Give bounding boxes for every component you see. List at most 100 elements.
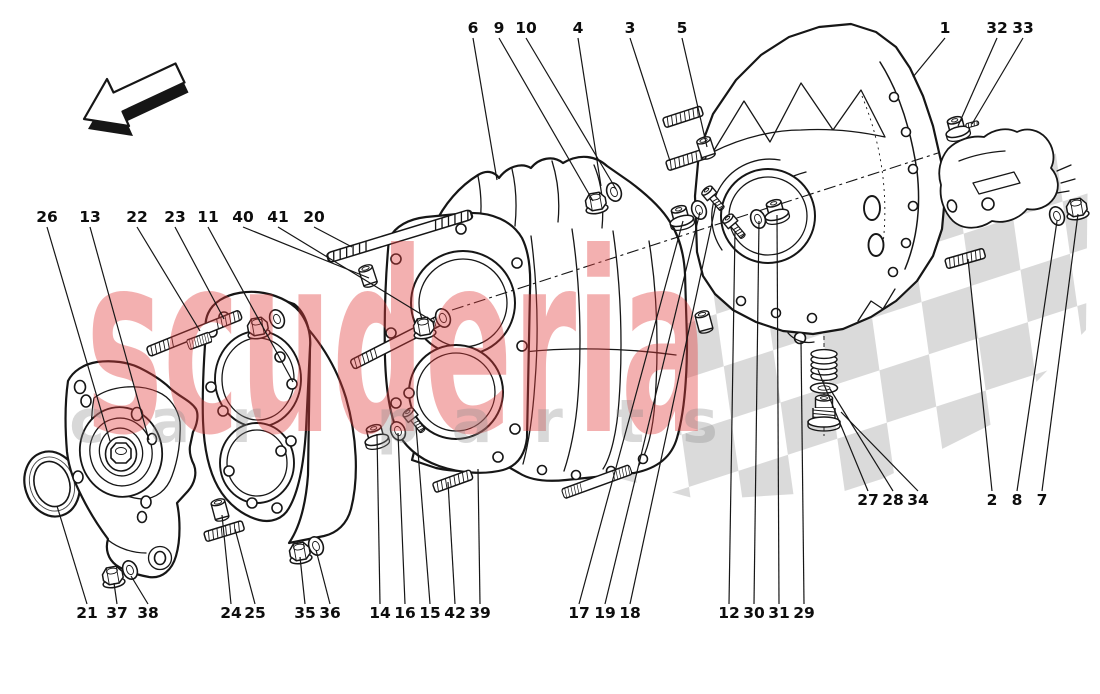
part-callout-1[interactable]: 1 [912, 19, 951, 78]
part-number-27[interactable]: 27 [857, 491, 879, 509]
part-callout-42[interactable]: 42 [444, 481, 466, 622]
part-callout-28[interactable]: 28 [829, 388, 904, 509]
part-callout-24[interactable]: 24 [220, 514, 242, 622]
part-callout-3[interactable]: 3 [625, 19, 671, 162]
part-number-9[interactable]: 9 [494, 19, 505, 37]
part-number-6[interactable]: 6 [468, 19, 479, 37]
part-callout-8[interactable]: 8 [1012, 220, 1058, 509]
part-number-11[interactable]: 11 [197, 208, 219, 226]
part-number-16[interactable]: 16 [394, 604, 416, 622]
part-number-14[interactable]: 14 [369, 604, 391, 622]
part-callout-31[interactable]: 31 [768, 214, 790, 622]
part-number-33[interactable]: 33 [1012, 19, 1034, 37]
part-number-28[interactable]: 28 [882, 491, 904, 509]
part-callout-17[interactable]: 17 [568, 220, 684, 622]
leader-line-25 [234, 528, 256, 605]
part-callout-6[interactable]: 6 [468, 19, 498, 181]
part-number-34[interactable]: 34 [907, 491, 929, 509]
leader-line-31 [776, 214, 780, 605]
part-callout-26[interactable]: 26 [36, 208, 111, 442]
part-number-4[interactable]: 4 [573, 19, 584, 37]
part-number-37[interactable]: 37 [106, 604, 128, 622]
part-callout-27[interactable]: 27 [817, 369, 879, 509]
leader-line-15 [415, 425, 431, 605]
casing-fragment-drawing [938, 128, 1076, 229]
part-callout-37[interactable]: 37 [106, 582, 128, 622]
part-callout-18[interactable]: 18 [619, 203, 717, 622]
leader-line-33 [971, 37, 1024, 125]
leader-line-5 [681, 37, 708, 148]
part-callout-19[interactable]: 19 [594, 211, 701, 622]
spring-plug-assembly-drawing [807, 336, 841, 436]
part-callout-25[interactable]: 25 [234, 528, 266, 622]
part-number-12[interactable]: 12 [718, 604, 740, 622]
part-number-8[interactable]: 8 [1012, 491, 1023, 509]
part-number-36[interactable]: 36 [319, 604, 341, 622]
leader-line-21 [56, 505, 88, 605]
part-callout-35[interactable]: 35 [294, 556, 316, 622]
part-callout-5[interactable]: 5 [677, 19, 708, 148]
part-callout-2[interactable]: 2 [967, 258, 998, 509]
part-callout-13[interactable]: 13 [79, 208, 150, 441]
part-number-30[interactable]: 30 [743, 604, 765, 622]
part-callout-36[interactable]: 36 [315, 549, 341, 622]
part-callout-4[interactable]: 4 [573, 19, 602, 187]
part-number-25[interactable]: 25 [244, 604, 266, 622]
part-number-13[interactable]: 13 [79, 208, 101, 226]
part-callout-9[interactable]: 9 [494, 19, 594, 202]
part-callout-32[interactable]: 32 [957, 19, 1008, 127]
leader-line-41 [277, 226, 435, 323]
part-callout-30[interactable]: 30 [743, 220, 765, 622]
part-number-21[interactable]: 21 [76, 604, 98, 622]
part-callout-39[interactable]: 39 [469, 468, 491, 622]
part-number-35[interactable]: 35 [294, 604, 316, 622]
part-number-3[interactable]: 3 [625, 19, 636, 37]
part-number-17[interactable]: 17 [568, 604, 590, 622]
part-number-18[interactable]: 18 [619, 604, 641, 622]
part-number-32[interactable]: 32 [986, 19, 1008, 37]
part-number-31[interactable]: 31 [768, 604, 790, 622]
part-number-2[interactable]: 2 [987, 491, 998, 509]
part-number-10[interactable]: 10 [515, 19, 537, 37]
leader-line-23 [174, 226, 225, 320]
part-number-7[interactable]: 7 [1037, 491, 1048, 509]
part-number-38[interactable]: 38 [137, 604, 159, 622]
part-callout-7[interactable]: 7 [1037, 213, 1079, 509]
part-callout-12[interactable]: 12 [718, 230, 740, 622]
part-callout-20[interactable]: 20 [303, 208, 353, 248]
part-callout-16[interactable]: 16 [394, 432, 416, 622]
leader-line-14 [376, 433, 381, 605]
part-number-40[interactable]: 40 [232, 208, 254, 226]
part-number-39[interactable]: 39 [469, 604, 491, 622]
part-callout-41[interactable]: 41 [267, 208, 435, 323]
part-callout-29[interactable]: 29 [793, 340, 815, 622]
part-callout-33[interactable]: 33 [971, 19, 1034, 125]
part-callout-21[interactable]: 21 [56, 505, 98, 622]
part-number-23[interactable]: 23 [164, 208, 186, 226]
leader-line-6 [472, 37, 498, 181]
part-number-5[interactable]: 5 [677, 19, 688, 37]
part-callout-23[interactable]: 23 [164, 208, 225, 320]
part-number-15[interactable]: 15 [419, 604, 441, 622]
leader-line-24 [221, 514, 232, 605]
part-number-42[interactable]: 42 [444, 604, 466, 622]
part-number-26[interactable]: 26 [36, 208, 58, 226]
part-callout-22[interactable]: 22 [126, 208, 201, 332]
cover-bolt-holes [72, 379, 167, 566]
part-number-19[interactable]: 19 [594, 604, 616, 622]
part-number-22[interactable]: 22 [126, 208, 148, 226]
part-callout-34[interactable]: 34 [840, 411, 929, 509]
part-number-20[interactable]: 20 [303, 208, 325, 226]
part-number-41[interactable]: 41 [267, 208, 289, 226]
part-callout-38[interactable]: 38 [130, 575, 159, 622]
part-callout-14[interactable]: 14 [369, 433, 391, 622]
part-callout-10[interactable]: 10 [515, 19, 617, 190]
part-number-29[interactable]: 29 [793, 604, 815, 622]
part-number-24[interactable]: 24 [220, 604, 242, 622]
part-callout-11[interactable]: 11 [197, 208, 294, 383]
part-callout-15[interactable]: 15 [415, 425, 441, 622]
part-number-1[interactable]: 1 [940, 19, 951, 37]
